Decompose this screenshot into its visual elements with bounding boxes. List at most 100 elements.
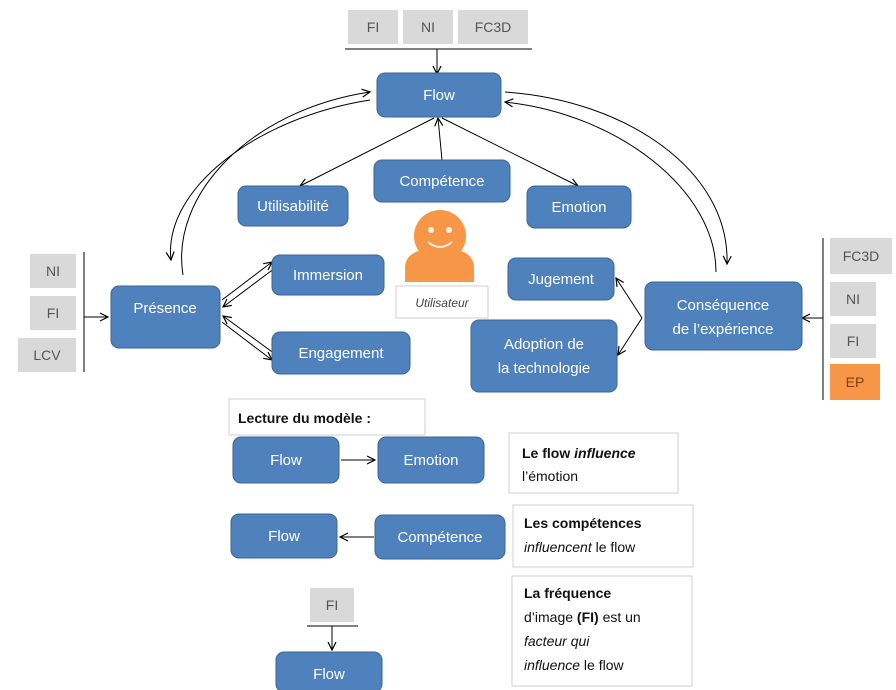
node-label: Emotion — [551, 199, 606, 216]
right-factors: FC3D NI FI EP — [802, 238, 892, 400]
arrow-immersion-presence — [223, 267, 276, 307]
node-label: Immersion — [293, 267, 363, 284]
factor-label: FI — [367, 19, 379, 35]
node-presence: Présence — [110, 285, 221, 349]
legend-title-box — [228, 398, 426, 436]
factor-label: FC3D — [475, 19, 512, 35]
node-consequence: Conséquence de l’expérience — [644, 281, 803, 351]
legend-text-part: influence — [574, 445, 636, 461]
factor-box-fc3d-right — [830, 238, 892, 274]
legend-text-box — [508, 432, 679, 494]
top-factors: FI NI FC3D — [345, 10, 532, 74]
legend-text-line: d’image (FI) est un — [524, 609, 641, 625]
node-label: Flow — [423, 87, 455, 104]
factor-box-fi-right — [830, 324, 876, 358]
factor-box-ni-right — [830, 282, 876, 316]
legend-text-box — [511, 575, 693, 687]
legend-example-2: Flow Compétence Les compétences influenc… — [230, 504, 694, 568]
factor-box-fi-left — [30, 296, 76, 330]
node-adoption: Adoption de la technologie — [470, 319, 618, 393]
user-eye-left — [428, 227, 434, 233]
node-label: Emotion — [403, 452, 458, 469]
node-emotion: Emotion — [526, 185, 632, 229]
node-label: Conséquence — [677, 297, 770, 314]
legend-text-line: l’émotion — [522, 468, 578, 484]
node-label: Flow — [313, 666, 345, 683]
arrow-presence-flow — [181, 92, 370, 276]
factor-box-fi-top — [348, 10, 398, 44]
user-label-box — [395, 285, 489, 319]
arrow-presence-immersion — [221, 262, 272, 301]
node-label: Compétence — [399, 173, 484, 190]
node-label: Flow — [268, 528, 300, 545]
node-utilisabilite: Utilisabilité — [237, 185, 349, 227]
relation-arrows — [171, 92, 728, 360]
factor-label: FC3D — [843, 248, 880, 264]
factor-label: NI — [46, 263, 60, 279]
node-label: Compétence — [397, 529, 482, 546]
legend-text-part: le flow — [592, 539, 636, 555]
factor-box-ni-top — [403, 10, 453, 44]
factor-box-fc3d-top — [458, 10, 528, 44]
legend-text-part: influence — [524, 657, 580, 673]
node-label: de l’expérience — [673, 321, 774, 338]
legend-text-part: est un — [599, 609, 641, 625]
node-label: Jugement — [528, 271, 595, 288]
legend-text-line: La fréquence — [524, 585, 611, 601]
legend-example-3: FI Flow La fréquence d’image (FI) est un… — [275, 575, 693, 690]
factor-label: FI — [326, 597, 338, 613]
user-label: Utilisateur — [415, 296, 469, 310]
node-label: la technologie — [498, 360, 591, 377]
user-icon — [405, 210, 474, 282]
node-label: Présence — [133, 300, 196, 317]
legend-text-box — [512, 504, 694, 568]
legend-text-part: Le flow — [522, 445, 574, 461]
legend-text-part: influencent — [524, 539, 593, 555]
factor-label: EP — [846, 374, 865, 390]
factor-label: FI — [47, 305, 59, 321]
legend-title: Lecture du modèle : — [238, 410, 371, 426]
legend-example-1: Flow Emotion Le flow influence l’émotion — [232, 432, 679, 494]
arrow-flow-utilisabilite — [300, 117, 435, 186]
factor-label: NI — [846, 291, 860, 307]
factor-box-fi-legend — [310, 588, 354, 622]
user-eye-right — [446, 227, 452, 233]
arrow-consequence-flow — [505, 102, 717, 273]
factor-box-ep-right — [830, 364, 880, 400]
user-smile — [427, 241, 453, 248]
legend-text-line: influencent le flow — [524, 539, 636, 555]
arrow-consequence-adoption — [618, 317, 643, 355]
factor-label: LCV — [33, 347, 61, 363]
factor-box-ni-left — [30, 254, 76, 288]
arrow-presence-engagement — [221, 321, 272, 360]
factor-label: NI — [421, 19, 435, 35]
node-flow: Flow — [376, 72, 502, 118]
arrow-flow-consequence — [504, 91, 727, 264]
legend-text-line: influence le flow — [524, 657, 625, 673]
legend-text-line: facteur qui — [524, 633, 590, 649]
left-factors: NI FI LCV — [18, 252, 108, 372]
node-label: Adoption de — [504, 336, 584, 353]
legend-text-part: d’image — [524, 609, 577, 625]
node-jugement: Jugement — [507, 257, 615, 301]
legend-text-part: le flow — [580, 657, 624, 673]
node-immersion: Immersion — [271, 254, 385, 296]
legend-text-part: (FI) — [577, 609, 599, 625]
user-body — [405, 248, 474, 282]
legend: Lecture du modèle : Flow Emotion Le flow… — [228, 398, 694, 690]
arrow-competence-flow — [438, 118, 442, 161]
legend-text-line: Les compétences — [524, 515, 642, 531]
factor-label: FI — [847, 333, 859, 349]
arrow-flow-presence — [171, 99, 371, 260]
legend-text-line: Le flow influence — [522, 445, 636, 461]
node-label: Engagement — [298, 345, 384, 362]
node-competence: Compétence — [373, 159, 511, 203]
arrow-consequence-jugement — [616, 278, 643, 319]
factor-box-lcv-left — [18, 338, 76, 372]
node-engagement: Engagement — [271, 331, 411, 375]
node-label: Flow — [270, 452, 302, 469]
user-head — [414, 210, 466, 262]
node-label: Utilisabilité — [257, 198, 329, 215]
arrow-flow-emotion — [441, 117, 578, 186]
